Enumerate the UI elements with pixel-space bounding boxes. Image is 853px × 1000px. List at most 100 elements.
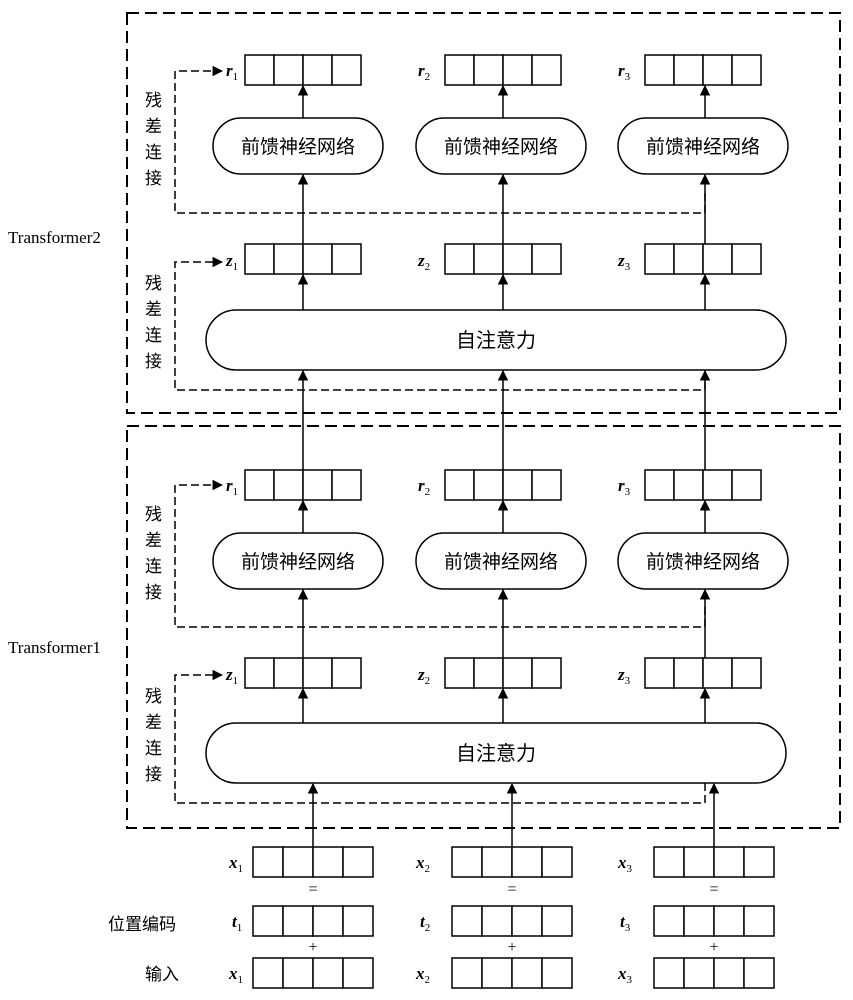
x-vector-1: x1 xyxy=(228,846,374,878)
r-vector-2: r2 xyxy=(418,54,562,86)
vector-letter: r xyxy=(618,61,625,80)
vector-cell xyxy=(673,243,704,275)
vector-cell xyxy=(473,469,504,501)
vector-label: r1 xyxy=(226,476,238,498)
residual-label-ffn: 残 差 连 接 xyxy=(145,505,162,603)
attention-pill xyxy=(205,309,787,371)
vector-letter: z xyxy=(617,665,625,684)
vector-letter: t xyxy=(620,912,626,931)
vector-subscript: 1 xyxy=(238,863,244,875)
vector-cell xyxy=(331,469,362,501)
vector-label: r1 xyxy=(226,61,238,83)
vector-subscript: 3 xyxy=(625,261,631,273)
vector-cell xyxy=(541,957,573,989)
residual-char: 残 xyxy=(145,505,162,525)
vector-cell xyxy=(342,846,374,878)
vector-cell xyxy=(473,54,504,86)
vector-cell xyxy=(244,243,275,275)
vector-letter: r xyxy=(226,61,233,80)
vector-cell xyxy=(702,469,733,501)
residual-char: 接 xyxy=(145,169,162,189)
vector-subscript: 1 xyxy=(233,675,239,687)
ffn-node-2: 前馈神经网络 xyxy=(415,532,587,590)
ffn-node-1: 前馈神经网络 xyxy=(212,532,384,590)
t-vector-1: t1 xyxy=(232,905,374,937)
ffn-node-1: 前馈神经网络 xyxy=(212,117,384,175)
self-attention-node: 自注意力 xyxy=(205,309,787,371)
residual-char: 连 xyxy=(145,326,162,346)
plus-sign: + xyxy=(308,939,317,956)
ffn-label: 前馈神经网络 xyxy=(444,551,558,573)
ffn-label: 前馈神经网络 xyxy=(646,551,760,573)
residual-label-attention: 残 差 连 接 xyxy=(145,274,162,372)
vector-label: t1 xyxy=(232,912,242,934)
transformer2-title: Transformer2 xyxy=(8,228,101,247)
vector-subscript: 1 xyxy=(233,261,239,273)
residual-char: 残 xyxy=(145,91,162,111)
vector-subscript: 3 xyxy=(625,922,631,934)
x-vector-3: x3 xyxy=(617,846,775,878)
vector-cell xyxy=(731,54,762,86)
vector-label: t2 xyxy=(420,912,430,934)
x-vector-3: x3 xyxy=(617,957,775,989)
vector-cell xyxy=(743,846,775,878)
input-embedding-section: x1 x2 x3 = = = 位置编码 xyxy=(108,846,775,989)
vector-cell xyxy=(713,846,745,878)
vector-cell xyxy=(731,243,762,275)
vector-letter: t xyxy=(232,912,238,931)
residual-char: 接 xyxy=(145,583,162,603)
vector-letter: x xyxy=(617,964,627,983)
vector-subscript: 3 xyxy=(625,486,631,498)
r-vector-3: r3 xyxy=(618,54,762,86)
x-vector-2: x2 xyxy=(415,957,573,989)
residual-char: 连 xyxy=(145,739,162,759)
residual-char: 残 xyxy=(145,687,162,707)
ffn-node-3: 前馈神经网络 xyxy=(617,117,789,175)
vector-label: t3 xyxy=(620,912,631,934)
vector-cell xyxy=(683,905,715,937)
vector-cell xyxy=(312,905,344,937)
vector-cell xyxy=(451,905,483,937)
vector-label: r2 xyxy=(418,61,430,83)
vector-cell xyxy=(702,243,733,275)
vector-label: z2 xyxy=(417,251,430,273)
vector-label: x2 xyxy=(415,964,430,986)
vector-cell xyxy=(273,657,304,689)
vector-cell xyxy=(302,243,333,275)
vector-cell xyxy=(302,657,333,689)
vector-cell xyxy=(282,957,314,989)
x-vector-1: x1 xyxy=(228,957,374,989)
vector-letter: x xyxy=(228,964,238,983)
vector-cell xyxy=(743,957,775,989)
vector-cell xyxy=(644,54,675,86)
vector-letter: r xyxy=(618,476,625,495)
vector-cell xyxy=(481,905,513,937)
vector-label: x3 xyxy=(617,964,633,986)
vector-cell xyxy=(282,905,314,937)
vector-subscript: 2 xyxy=(425,71,431,83)
vector-cell xyxy=(511,846,543,878)
vector-letter: r xyxy=(418,61,425,80)
plus-sign: + xyxy=(507,939,516,956)
ffn-node-2: 前馈神经网络 xyxy=(415,117,587,175)
vector-cell xyxy=(342,905,374,937)
vector-cell xyxy=(683,846,715,878)
vector-cell xyxy=(713,905,745,937)
vector-subscript: 3 xyxy=(627,863,633,875)
vector-subscript: 1 xyxy=(237,922,243,934)
vector-cell xyxy=(273,243,304,275)
residual-char: 差 xyxy=(145,531,162,551)
vector-letter: x xyxy=(228,853,238,872)
vector-letter: r xyxy=(226,476,233,495)
vector-cell xyxy=(473,243,504,275)
vector-cell xyxy=(644,243,675,275)
vector-subscript: 3 xyxy=(625,675,631,687)
vector-letter: r xyxy=(418,476,425,495)
z-vector-1: z1 xyxy=(225,657,362,689)
vector-letter: z xyxy=(417,665,425,684)
z-vector-3: z3 xyxy=(617,243,762,275)
residual-char: 差 xyxy=(145,300,162,320)
t-vector-2: t2 xyxy=(420,905,573,937)
vector-label: r2 xyxy=(418,476,430,498)
vector-cell xyxy=(331,54,362,86)
